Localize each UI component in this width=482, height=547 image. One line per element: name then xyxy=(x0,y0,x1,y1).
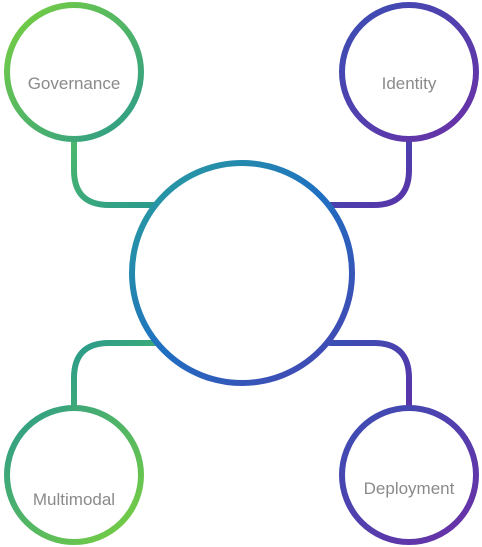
connector-governance xyxy=(71,137,158,208)
connector-identity xyxy=(327,137,412,208)
node-identity-circle xyxy=(339,2,479,142)
node-identity-label: Identity xyxy=(382,74,437,93)
node-deployment-label: Deployment xyxy=(364,479,455,498)
node-multimodal: Multimodal xyxy=(4,405,144,545)
node-deployment-circle xyxy=(339,405,479,545)
node-governance-label: Governance xyxy=(28,74,121,93)
connector-deployment xyxy=(327,340,412,408)
node-multimodal-label: Multimodal xyxy=(33,490,115,509)
node-deployment: Deployment xyxy=(339,405,479,545)
connector-multimodal xyxy=(71,340,158,408)
node-governance: Governance xyxy=(4,2,144,142)
center-node xyxy=(129,160,355,386)
node-identity: Identity xyxy=(339,2,479,142)
center-circle xyxy=(129,160,355,386)
node-multimodal-circle xyxy=(4,405,144,545)
node-governance-circle xyxy=(4,2,144,142)
